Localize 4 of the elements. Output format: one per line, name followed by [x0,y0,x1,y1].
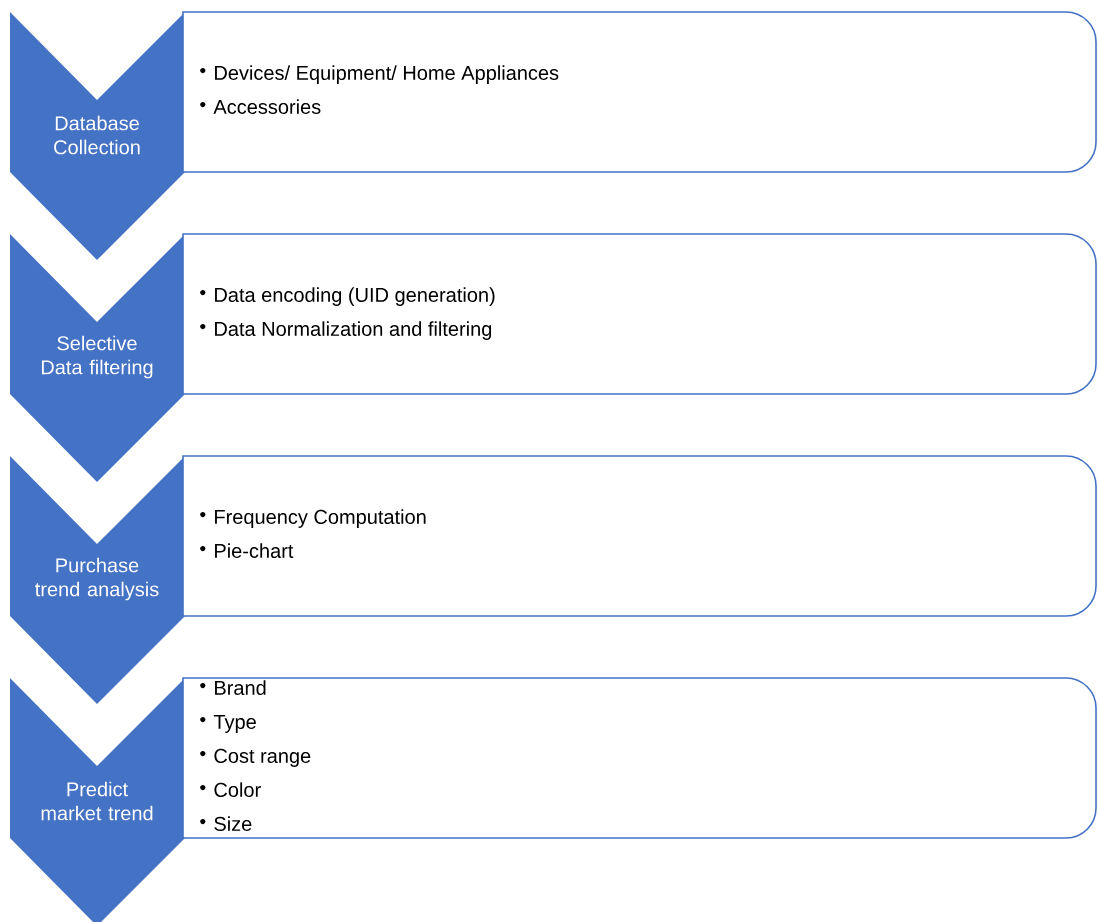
list-box: Brand Type Cost range Color Size [182,677,1097,839]
list-box: Frequency Computation Pie-chart [182,455,1097,617]
list-box: Devices/ Equipment/ Home Appliances Accessories [182,11,1097,173]
list-box: Data encoding (UID generation) Data Normalization and filtering [182,233,1097,395]
